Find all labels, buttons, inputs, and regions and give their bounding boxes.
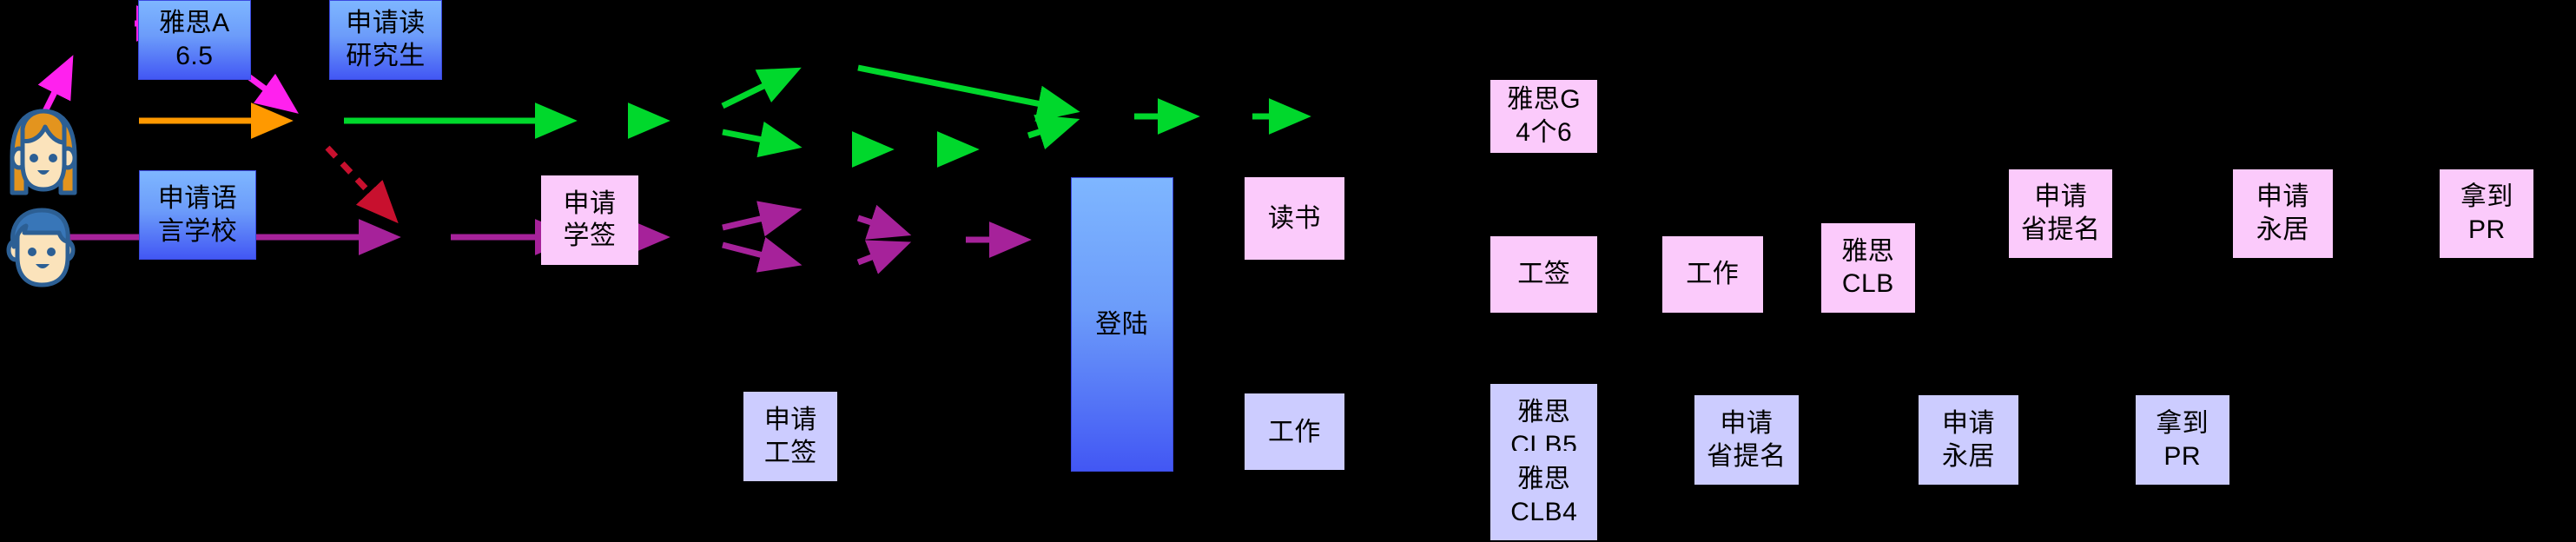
node-work_top[interactable]: 工作 [1661, 235, 1763, 313]
edge-ielts-clb5-to-pnp-bottom [856, 204, 912, 240]
male-worker-avatar [6, 208, 76, 288]
node-apply_master[interactable]: 申请读 研究生 [328, 0, 443, 80]
edge-study-to-ielts-g [721, 67, 802, 109]
node-ielts_a[interactable]: 雅思A 6.5 [137, 0, 252, 80]
edge-ielts-clb4-to-pnp-bottom [856, 240, 912, 274]
node-work_bottom[interactable]: 工作 [1244, 393, 1345, 471]
node-pnp_bottom[interactable]: 申请 省提名 [1694, 395, 1799, 485]
edge-ielts-g-to-pnp-top [857, 64, 1080, 122]
edge-apply-study-to-apply-wp-dashed [325, 145, 399, 224]
node-pr_apply_top[interactable]: 申请 永居 [2232, 169, 2334, 259]
node-apply_lang[interactable]: 申请语 言学校 [139, 170, 256, 261]
node-pr_apply_bottom[interactable]: 申请 永居 [1918, 395, 2019, 485]
node-work_permit[interactable]: 工签 [1490, 235, 1598, 313]
edge-ielts-clb-to-pnp-top [1027, 114, 1080, 149]
edge-work-bottom-to-ielts-clb4 [722, 236, 803, 273]
node-study[interactable]: 读书 [1244, 176, 1345, 261]
node-get_pr_bottom[interactable]: 拿到 PR [2135, 395, 2229, 485]
node-landing[interactable]: 登陆 [1071, 176, 1173, 473]
edge-study-to-work-permit [722, 121, 803, 158]
node-ielts_g[interactable]: 雅思G 4个6 [1490, 79, 1598, 154]
node-get_pr_top[interactable]: 拿到 PR [2440, 169, 2534, 259]
female-student-avatar [10, 109, 77, 195]
edge-work-bottom-to-ielts-clb5 [722, 201, 803, 237]
node-apply_wp[interactable]: 申请 工签 [743, 392, 838, 482]
node-pnp_top[interactable]: 申请 省提名 [2009, 169, 2113, 259]
node-apply_study[interactable]: 申请 学签 [541, 175, 638, 265]
node-ielts_clb[interactable]: 雅思 CLB [1820, 222, 1915, 313]
node-ielts_clb4[interactable]: 雅思 CLB4 [1490, 451, 1598, 541]
